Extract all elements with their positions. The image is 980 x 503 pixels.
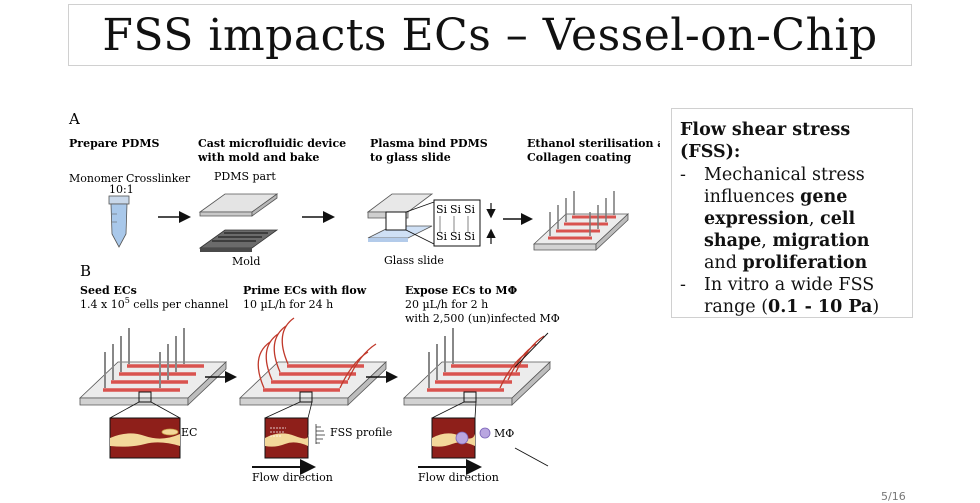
- crosslinker-label: Crosslinker: [126, 172, 191, 185]
- mold-label: Mold: [232, 255, 260, 268]
- vessel-zoom-macrophage: [431, 417, 476, 459]
- vessel-zoom-ec: [109, 417, 181, 459]
- panel-a-letter: A: [68, 110, 80, 128]
- zoom-square: [385, 211, 407, 231]
- step-b3-detail-1: 20 µL/h for 2 h: [405, 298, 488, 311]
- si-label-5: Si: [450, 230, 462, 243]
- chip-expose-macrophages: [402, 328, 552, 406]
- info-bullet-1: - Mechanical stress influences gene expr…: [680, 164, 904, 274]
- step-a1-title: Prepare PDMS: [69, 137, 159, 150]
- ec-legend-label: EC: [181, 426, 197, 439]
- si-label-1: Si: [436, 203, 448, 216]
- glass-slide: [367, 225, 433, 242]
- page-number: 5/16: [881, 490, 906, 503]
- bullet-dash: -: [680, 275, 686, 295]
- panel-b-letter: B: [80, 262, 91, 280]
- macrophage-legend-icon: [479, 427, 491, 439]
- ec-legend-icon: [161, 428, 179, 436]
- silicon-oxide-bonding-zoom: Si Si Si Si Si Si: [433, 199, 481, 247]
- step-a2-title-line1: Cast microfluidic device: [198, 137, 346, 150]
- step-a4-title-line1: Ethanol sterilisation and: [527, 137, 660, 150]
- monomer-label: Monomer: [69, 172, 124, 185]
- title-box: FSS impacts ECs – Vessel-on-Chip: [68, 4, 912, 66]
- step-a3-title-line1: Plasma bind PDMS: [370, 137, 488, 150]
- chip-prime-flow: [238, 317, 388, 406]
- step-b1-title: Seed ECs: [80, 284, 137, 297]
- fss-info-box: Flow shear stress (FSS): - Mechanical st…: [671, 108, 913, 318]
- flow-direction-label-1: Flow direction: [252, 471, 333, 484]
- ratio-label: 10:1: [109, 183, 134, 196]
- step-a4-title-line2: Collagen coating: [527, 151, 632, 164]
- info-bullet-2: - In vitro a wide FSS range (0.1 - 10 Pa…: [680, 274, 904, 318]
- zoom-line-bottom: [514, 447, 549, 467]
- bullet-dash: -: [680, 165, 686, 185]
- fss-profile-label: FSS profile: [330, 426, 392, 439]
- mold: [198, 229, 279, 252]
- flow-direction-label-2: Flow direction: [418, 471, 499, 484]
- conical-tube: [108, 195, 130, 248]
- si-label-4: Si: [436, 230, 448, 243]
- chip-seed-ecs: [78, 328, 228, 406]
- vessel-zoom-fss: [264, 417, 309, 459]
- si-label-3: Si: [464, 203, 476, 216]
- step-a2-title-line2: with mold and bake: [197, 151, 319, 164]
- zoom-line-top: [514, 332, 549, 368]
- coated-chip: [532, 191, 630, 251]
- slide-title: FSS impacts ECs – Vessel-on-Chip: [102, 9, 878, 61]
- si-label-6: Si: [464, 230, 476, 243]
- bullet-2-text: In vitro a wide FSS range (0.1 - 10 Pa): [704, 275, 880, 317]
- step-b1-detail: 1.4 x 105 cells per channel: [80, 296, 229, 311]
- step-b2-title: Prime ECs with flow: [243, 284, 367, 297]
- glass-slide-label: Glass slide: [384, 254, 444, 267]
- pdms-part: [198, 193, 279, 217]
- macrophage-legend-label: MΦ: [494, 427, 514, 440]
- step-a3-title-line2: to glass slide: [370, 151, 451, 164]
- step-b3-title: Expose ECs to MΦ: [405, 284, 518, 297]
- step-b2-detail: 10 µL/h for 24 h: [243, 298, 333, 311]
- info-heading: Flow shear stress (FSS):: [680, 120, 851, 162]
- si-label-2: Si: [450, 203, 462, 216]
- bullet-1-text: Mechanical stress influences gene expres…: [704, 165, 870, 273]
- fss-profile-icon: [315, 424, 325, 444]
- pdms-part-label: PDMS part: [214, 170, 276, 183]
- step-b3-detail-2: with 2,500 (un)infected MΦ: [405, 312, 560, 325]
- vessel-on-chip-diagram: A Prepare PDMS Cast microfluidic device …: [68, 110, 660, 484]
